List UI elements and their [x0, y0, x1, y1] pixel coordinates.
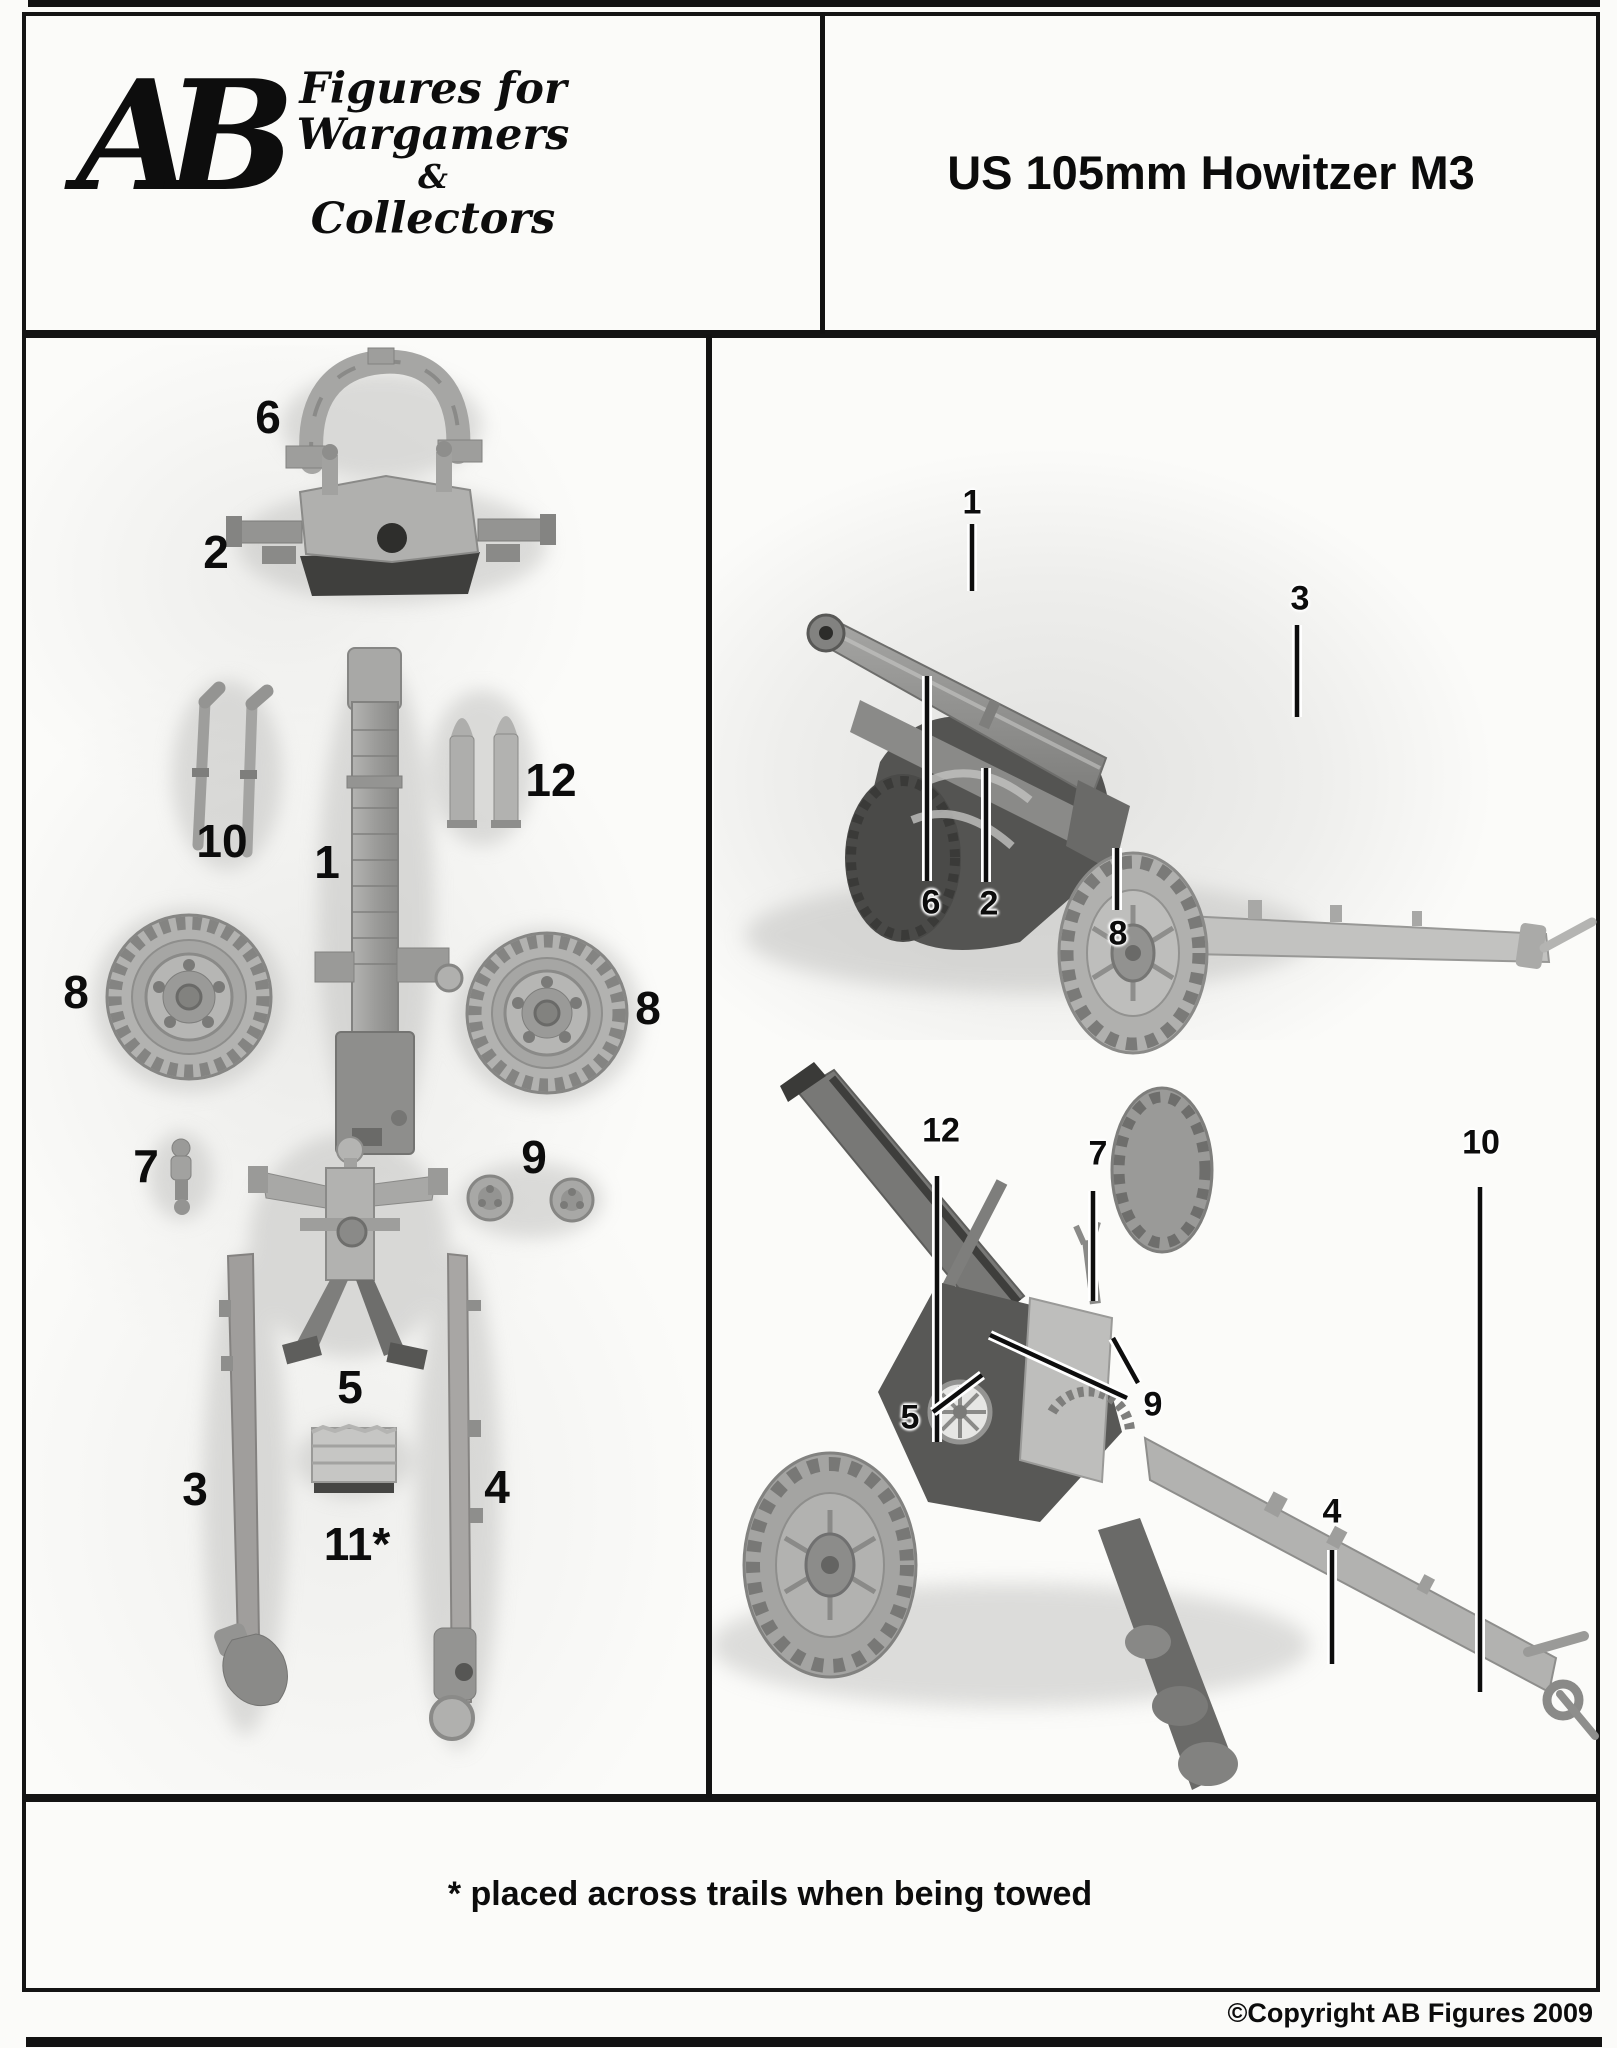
header-box: [22, 12, 1600, 334]
main-content-box: [22, 334, 1600, 1798]
far-wheel-bottom-view: [1110, 1086, 1214, 1254]
part-label-10: 10: [196, 815, 248, 867]
tagline-line1: Figures for Wargamers: [296, 64, 570, 160]
part-label-1: 1: [314, 836, 340, 888]
part-8-wheel-right: [465, 931, 629, 1095]
part-label-7: 7: [133, 1140, 159, 1192]
tagline-line2: Collectors: [310, 194, 556, 244]
parts-photo: [93, 347, 641, 1750]
part-label-11-star: 11*: [323, 1518, 391, 1570]
callout-leader-line: [931, 1373, 984, 1414]
cradle-strut: [934, 1179, 1008, 1305]
part-8-wheel-left: [105, 913, 273, 1081]
part-label-9: 9: [521, 1131, 547, 1183]
towing-note: * placed across trails when being towed: [447, 1874, 1093, 1913]
callout-label-7: 7: [1088, 1134, 1108, 1173]
note-box: [22, 1798, 1600, 1992]
assembled-photos: [712, 613, 1599, 1790]
panel-divider: [706, 334, 712, 1798]
right-wheel-top-view: [1057, 851, 1209, 1055]
copyright-text: ©Copyright AB Figures 2009: [1227, 1998, 1593, 2028]
part-label-5: 5: [337, 1361, 363, 1413]
callout-label-8: 8: [1108, 914, 1128, 953]
tagline-ampersand: &: [418, 157, 448, 196]
callout-leader-line: [1111, 1336, 1140, 1385]
assembled-view-bottom: [712, 1062, 1599, 1790]
callout-label-6: 6: [921, 883, 941, 922]
part-10-handspikes: [192, 681, 274, 858]
part-label-8: 8: [63, 966, 89, 1018]
callout-label-2: 2: [979, 884, 999, 923]
callout-label-9: 9: [1143, 1385, 1163, 1424]
part-11-box: [311, 1423, 397, 1493]
trail-top-view: [1184, 900, 1597, 969]
sheet-title: US 105mm Howitzer M3: [947, 145, 1475, 199]
left-wheel-bottom-view: [742, 1451, 918, 1679]
part-4-trail: [429, 1252, 483, 1741]
ab-logo: AB: [76, 46, 295, 225]
header-divider: [820, 12, 825, 334]
callout-label-4: 4: [1322, 1492, 1342, 1531]
brand-tagline: Figures for Wargamers & Collectors: [238, 66, 628, 242]
callout-leader-line: [989, 1332, 1128, 1401]
part-9-handwheels: [466, 1174, 595, 1223]
part-label-4: 4: [484, 1461, 510, 1513]
part-label-8: 8: [635, 982, 661, 1034]
callout-label-12: 12: [922, 1111, 960, 1150]
elevation-gear-arc: [1047, 1386, 1135, 1431]
part-label-2: 2: [203, 526, 229, 578]
part-label-6: 6: [255, 391, 281, 443]
callout-label-5: 5: [900, 1398, 920, 1437]
top-scan-bar: [28, 0, 1600, 7]
part-label-12: 12: [525, 754, 577, 806]
callout-label-10: 10: [1462, 1123, 1500, 1162]
callout-label-1: 1: [962, 483, 982, 522]
recuperator-slab: [1018, 1296, 1114, 1484]
part-12-shells: [447, 716, 521, 828]
part-7-fitting: [170, 1138, 192, 1215]
part-label-3: 3: [182, 1463, 208, 1515]
trail-bottom-view: [1143, 1436, 1599, 1740]
part-3-trail: [214, 1252, 288, 1706]
part-5-top-carriage: [248, 1136, 448, 1370]
bottom-rule: [26, 2037, 1602, 2047]
callout-label-3: 3: [1290, 579, 1310, 618]
part-2-axle: [226, 441, 556, 596]
front-leg-bottom-view: [1098, 1518, 1238, 1790]
